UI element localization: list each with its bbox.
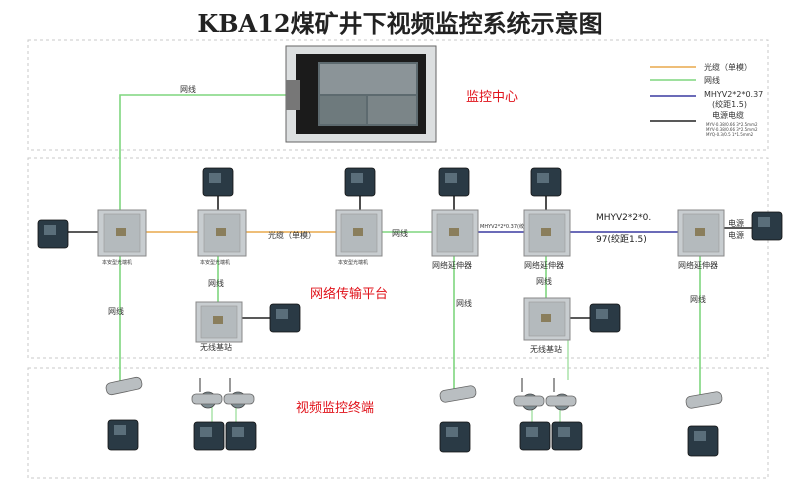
power-supply-right <box>751 211 783 241</box>
label-mhyv-small: MHYV2*2*0.37(绞距1.5) <box>480 223 539 230</box>
power-supply-wl-1 <box>269 303 301 333</box>
zone-label-terminal: 视频监控终端 <box>296 400 374 416</box>
label-switch-1: 本安型光端机 <box>102 259 132 266</box>
label-mhyv-big-2: 97(绞距1.5) <box>596 233 647 245</box>
label-wireless-1: 无线基站 <box>200 342 232 352</box>
label-ext-1: 网络延伸器 <box>432 260 472 270</box>
legend-fiber: 光缆（单模） <box>704 62 752 72</box>
power-supply-top-3 <box>438 167 470 197</box>
extender-box-3 <box>677 209 725 257</box>
label-net-down-1: 网线 <box>108 306 124 316</box>
power-supply-wl-2 <box>589 303 621 333</box>
label-net-down-2: 网线 <box>208 278 224 288</box>
switch-box-2 <box>197 209 247 257</box>
label-power-src-1: 电源 <box>728 218 744 228</box>
camera-5 <box>685 391 723 409</box>
page-title: KBA12煤矿井下视频监控系统示意图 <box>197 9 603 38</box>
wireless-camera-3 <box>513 378 545 411</box>
wireless-station-box-2 <box>523 297 571 341</box>
power-supply-left <box>37 219 69 249</box>
camera-3 <box>439 385 477 403</box>
extender-box-1 <box>431 209 479 257</box>
label-net-down-3: 网线 <box>456 298 472 308</box>
wireless-camera-4 <box>545 378 577 411</box>
label-net-3: 网线 <box>392 228 408 238</box>
label-switch-2: 本安型光端机 <box>200 259 230 266</box>
power-supply-top-1 <box>202 167 234 197</box>
camera-power-4b <box>551 421 583 451</box>
legend-power-tiny-1: MYV-0.38/0.66 3*2.5mm2 <box>706 122 758 127</box>
wireless-camera-1 <box>191 378 223 409</box>
zone-network-platform <box>27 157 769 359</box>
label-mhyv-big-1: MHYV2*2*0. <box>596 213 651 223</box>
label-net-center: 网线 <box>180 84 196 94</box>
label-switch-3: 本安型光端机 <box>338 259 368 266</box>
camera-power-1 <box>107 419 139 451</box>
label-power-src-2: 电源 <box>728 230 744 240</box>
label-ext-3: 网络延伸器 <box>678 260 718 270</box>
camera-power-3 <box>439 421 471 453</box>
switch-box-3 <box>335 209 383 257</box>
legend-mhyv-1: MHYV2*2*0.37 <box>704 90 763 99</box>
camera-power-4a <box>519 421 551 451</box>
camera-power-5 <box>687 425 719 457</box>
zone-label-center: 监控中心 <box>466 90 518 105</box>
camera-power-2a <box>193 421 225 451</box>
wireless-camera-2 <box>223 378 255 409</box>
label-net-down-5: 网线 <box>690 294 706 304</box>
legend-net: 网线 <box>704 75 720 85</box>
label-net-down-4: 网线 <box>536 276 552 286</box>
wire-net-center <box>119 94 286 210</box>
legend-power-tiny-3: MYQ-0.3/0.5 1*1.5mm2 <box>706 132 754 137</box>
legend-power: 电源电缆 <box>712 110 744 120</box>
power-supply-top-2 <box>344 167 376 197</box>
legend-power-tiny-2: MYV-0.38/0.66 3*2.5mm2 <box>706 127 758 132</box>
camera-1 <box>105 376 143 396</box>
label-wireless-2: 无线基站 <box>530 344 562 354</box>
label-fiber-single: 光缆（单模） <box>268 230 316 240</box>
label-ext-2: 网络延伸器 <box>524 260 564 270</box>
zone-video-terminal <box>27 367 769 479</box>
zone-control-center <box>27 39 769 151</box>
camera-power-2b <box>225 421 257 451</box>
legend: 光缆（单模） 网线 MHYV2*2*0.37 (绞距1.5) 电源电缆 MYV-… <box>650 62 763 137</box>
extender-box-2 <box>523 209 571 257</box>
zone-label-network: 网络传输平台 <box>310 286 388 302</box>
switch-box-1 <box>97 209 147 257</box>
monitor-station <box>285 45 437 143</box>
wireless-station-box-1 <box>195 301 243 343</box>
power-supply-top-4 <box>530 167 562 197</box>
legend-mhyv-2: (绞距1.5) <box>712 99 747 109</box>
